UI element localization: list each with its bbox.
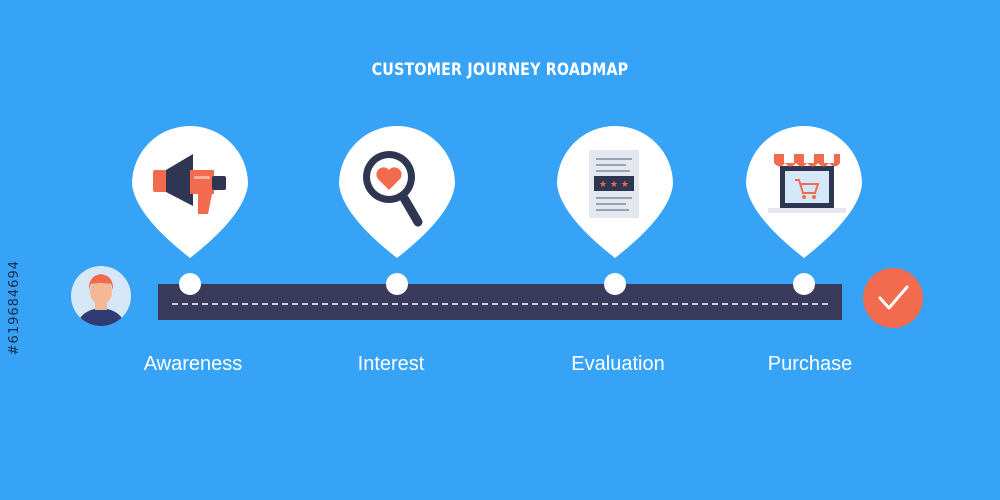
stage-marker-awareness	[179, 273, 201, 295]
stage-label-interest: Interest	[357, 353, 425, 375]
stock-id-watermark: #619684694	[7, 260, 22, 356]
stage-marker-evaluation	[604, 273, 626, 295]
svg-text:★ ★ ★: ★ ★ ★	[599, 180, 629, 190]
journey-road	[158, 284, 842, 320]
stage-pin-evaluation: ★ ★ ★	[557, 126, 673, 258]
page-title: CUSTOMER JOURNEY ROADMAP	[371, 60, 629, 80]
stage-label-purchase: Purchase	[767, 353, 853, 375]
stage-label-evaluation: Evaluation	[571, 353, 665, 375]
customer-avatar-icon	[71, 266, 131, 326]
check-badge-icon	[863, 268, 923, 328]
stage-pin-interest	[339, 126, 455, 258]
review-document-icon: ★ ★ ★	[589, 150, 639, 218]
stage-marker-purchase	[793, 273, 815, 295]
stage-label-awareness: Awareness	[143, 353, 243, 375]
shop-cart-icon	[768, 154, 846, 213]
stage-marker-interest	[386, 273, 408, 295]
megaphone-icon	[153, 154, 226, 214]
stage-pin-purchase	[746, 126, 862, 258]
stage-pin-awareness	[132, 126, 248, 258]
magnifier-heart-icon	[363, 151, 423, 227]
